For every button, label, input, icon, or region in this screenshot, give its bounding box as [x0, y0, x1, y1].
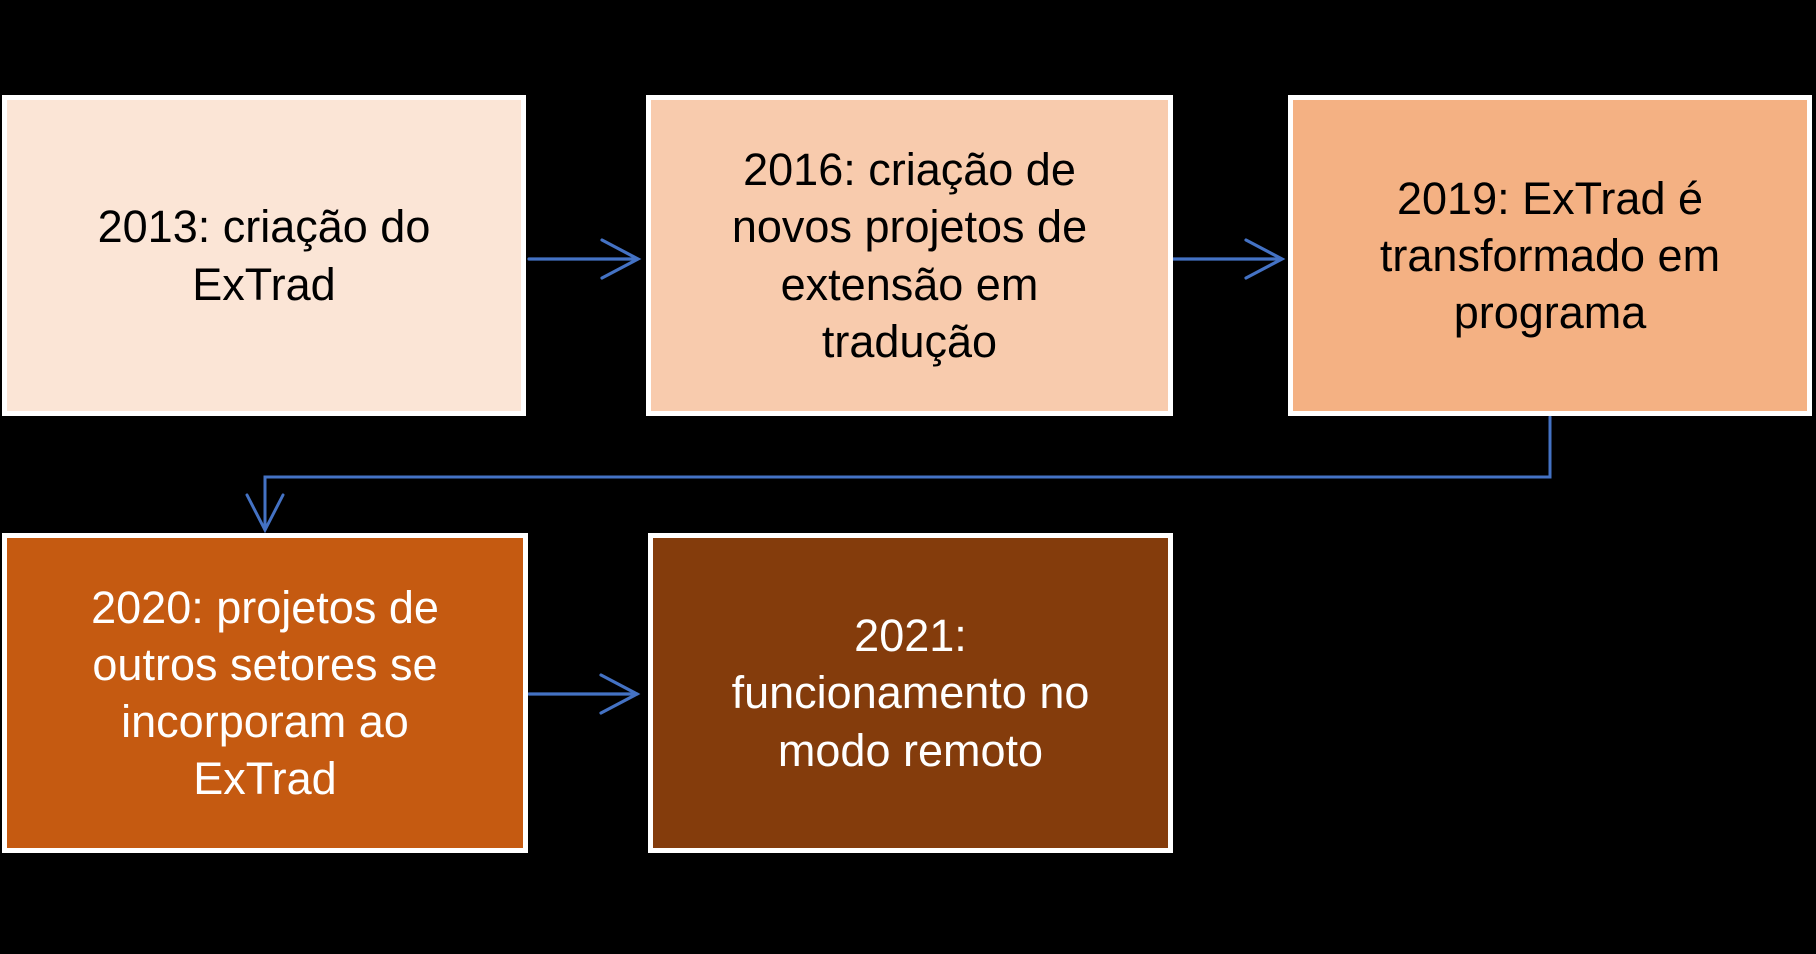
- flow-node-2016-label: 2016: criação de novos projetos de exten…: [731, 144, 1088, 367]
- arrow-2016-to-2019-icon: [1170, 238, 1286, 280]
- flow-node-2021-label: 2021: funcionamento no modo remoto: [731, 610, 1090, 776]
- flow-node-2020-label: 2020: projetos de outros setores se inco…: [91, 581, 439, 805]
- flow-node-2016: 2016: criação de novos projetos de exten…: [646, 95, 1173, 416]
- flow-node-2019: 2019: ExTrad é transformado em programa: [1288, 95, 1812, 416]
- flow-node-2021: 2021: funcionamento no modo remoto: [648, 533, 1173, 853]
- flow-node-2013: 2013: criação do ExTrad: [2, 95, 526, 416]
- arrow-2013-to-2016-icon: [527, 238, 642, 280]
- flow-node-2019-label: 2019: ExTrad é transformado em programa: [1379, 172, 1721, 339]
- flow-node-2013-label: 2013: criação do ExTrad: [97, 201, 431, 310]
- flow-node-2020: 2020: projetos de outros setores se inco…: [2, 533, 528, 853]
- elbow-connector-2019-to-2020-icon: [245, 415, 1552, 534]
- arrow-2020-to-2021-icon: [527, 673, 641, 715]
